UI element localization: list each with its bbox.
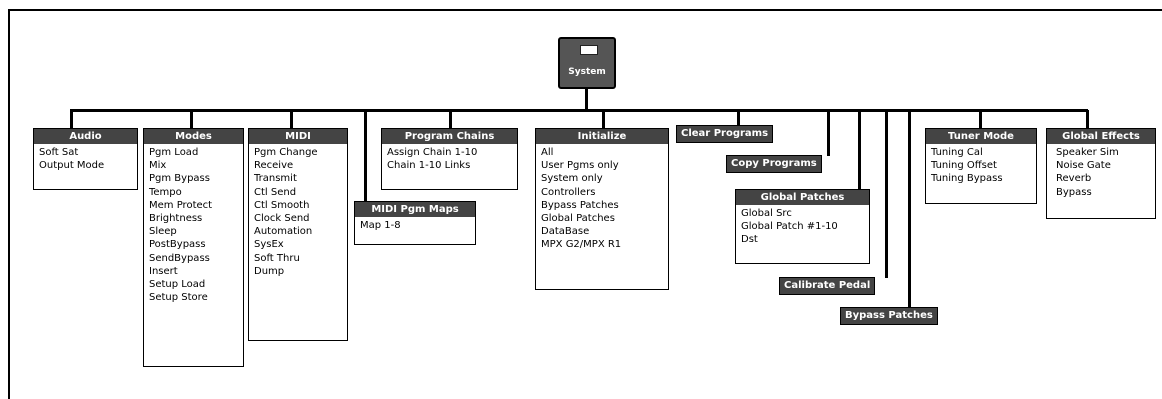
connector-copy-programs <box>827 110 830 156</box>
connector-initialize <box>602 110 605 129</box>
initialize-item[interactable]: Bypass Patches <box>541 199 619 211</box>
modes-item[interactable]: Insert <box>149 265 178 277</box>
diagram-frame <box>8 9 1162 399</box>
initialize-header[interactable]: Initialize <box>536 129 668 144</box>
connector-audio <box>70 110 73 129</box>
main-bus <box>70 109 1088 112</box>
global-patches-header[interactable]: Global Patches <box>736 190 869 205</box>
midi-item[interactable]: SysEx <box>254 239 284 251</box>
connector-modes <box>190 110 193 129</box>
midi-pgm-maps-header[interactable]: MIDI Pgm Maps <box>355 202 475 217</box>
modes-item[interactable]: PostBypass <box>149 239 206 251</box>
modes-item[interactable]: Setup Store <box>149 292 208 304</box>
connector-program-chains <box>449 110 452 129</box>
initialize-item[interactable]: Global Patches <box>541 213 615 225</box>
global-patches-item[interactable]: Global Src <box>741 208 792 219</box>
initialize-item[interactable]: System only <box>541 173 603 185</box>
midi-item[interactable]: Pgm Change <box>254 147 318 158</box>
connector-calibrate-pedal <box>885 110 888 278</box>
connector-midi-pgm-maps <box>364 110 367 202</box>
tuner-mode-group: Tuner Mode Tuning Cal Tuning Offset Tuni… <box>925 128 1037 204</box>
initialize-item[interactable]: Controllers <box>541 186 596 198</box>
modes-item[interactable]: Mix <box>149 160 167 172</box>
copy-programs-node[interactable]: Copy Programs <box>726 155 822 173</box>
modes-item[interactable]: SendBypass <box>149 252 210 264</box>
global-patches-group: Global Patches Global Src Global Patch #… <box>735 189 870 264</box>
tuner-mode-header[interactable]: Tuner Mode <box>926 129 1036 144</box>
modes-item[interactable]: Mem Protect <box>149 199 213 211</box>
modes-item[interactable]: Pgm Load <box>149 147 199 158</box>
system-label: System <box>568 67 606 77</box>
audio-item[interactable]: Output Mode <box>39 160 105 172</box>
audio-item[interactable]: Soft Sat <box>39 147 79 158</box>
global-effects-header[interactable]: Global Effects <box>1047 129 1155 144</box>
system-root-node[interactable]: System <box>558 37 616 89</box>
midi-item[interactable]: Transmit <box>254 173 297 185</box>
midi-group: MIDI Pgm Change Receive Transmit Ctl Sen… <box>248 128 348 341</box>
global-effects-group: Global Effects Speaker Sim Noise Gate Re… <box>1046 128 1156 219</box>
modes-item[interactable]: Sleep <box>149 226 177 238</box>
modes-item[interactable]: Brightness <box>149 213 203 225</box>
midi-item[interactable]: Receive <box>254 160 294 172</box>
connector-clear-programs <box>737 110 740 126</box>
tuner-mode-item[interactable]: Tuning Bypass <box>931 173 1003 185</box>
program-chains-header[interactable]: Program Chains <box>382 129 517 144</box>
modes-item[interactable]: Setup Load <box>149 279 206 291</box>
calibrate-pedal-node[interactable]: Calibrate Pedal <box>779 277 876 295</box>
root-connector <box>585 89 588 111</box>
connector-midi <box>290 110 293 129</box>
tuner-mode-item[interactable]: Tuning Cal <box>931 147 983 158</box>
global-effects-item[interactable]: Speaker Sim <box>1056 147 1119 158</box>
audio-group: Audio Soft Sat Output Mode <box>33 128 138 190</box>
initialize-group: Initialize All User Pgms only System onl… <box>535 128 669 290</box>
modes-group: Modes Pgm Load Mix Pgm Bypass Tempo Mem … <box>143 128 244 367</box>
system-icon <box>580 45 598 55</box>
modes-item[interactable]: Pgm Bypass <box>149 173 210 185</box>
connector-global-patches <box>858 110 861 190</box>
modes-header[interactable]: Modes <box>144 129 243 144</box>
bypass-patches-node[interactable]: Bypass Patches <box>840 307 938 325</box>
initialize-item[interactable]: DataBase <box>541 226 590 238</box>
initialize-item[interactable]: MPX G2/MPX R1 <box>541 239 622 251</box>
midi-pgm-maps-item[interactable]: Map 1-8 <box>360 220 401 231</box>
global-effects-item[interactable]: Reverb <box>1056 173 1092 185</box>
midi-item[interactable]: Soft Thru <box>254 252 300 264</box>
modes-item[interactable]: Tempo <box>149 186 182 198</box>
connector-tuner-mode <box>979 110 982 129</box>
clear-programs-node[interactable]: Clear Programs <box>676 125 774 143</box>
connector-bypass-patches <box>908 110 911 308</box>
connector-global-effects <box>1086 110 1089 129</box>
program-chains-group: Program Chains Assign Chain 1-10 Chain 1… <box>381 128 518 190</box>
global-effects-item[interactable]: Noise Gate <box>1056 160 1111 172</box>
midi-item[interactable]: Dump <box>254 265 285 277</box>
global-effects-item[interactable]: Bypass <box>1056 186 1092 198</box>
midi-item[interactable]: Ctl Smooth <box>254 199 310 211</box>
global-patches-item[interactable]: Dst <box>741 234 758 246</box>
program-chains-item[interactable]: Chain 1-10 Links <box>387 160 471 172</box>
audio-header[interactable]: Audio <box>34 129 137 144</box>
global-patches-item[interactable]: Global Patch #1-10 <box>741 221 838 233</box>
midi-item[interactable]: Automation <box>254 226 313 238</box>
initialize-item[interactable]: All <box>541 147 554 158</box>
tuner-mode-item[interactable]: Tuning Offset <box>931 160 997 172</box>
midi-item[interactable]: Clock Send <box>254 213 310 225</box>
program-chains-item[interactable]: Assign Chain 1-10 <box>387 147 478 158</box>
midi-header[interactable]: MIDI <box>249 129 347 144</box>
midi-pgm-maps-group: MIDI Pgm Maps Map 1-8 <box>354 201 476 245</box>
initialize-item[interactable]: User Pgms only <box>541 160 619 172</box>
midi-item[interactable]: Ctl Send <box>254 186 297 198</box>
